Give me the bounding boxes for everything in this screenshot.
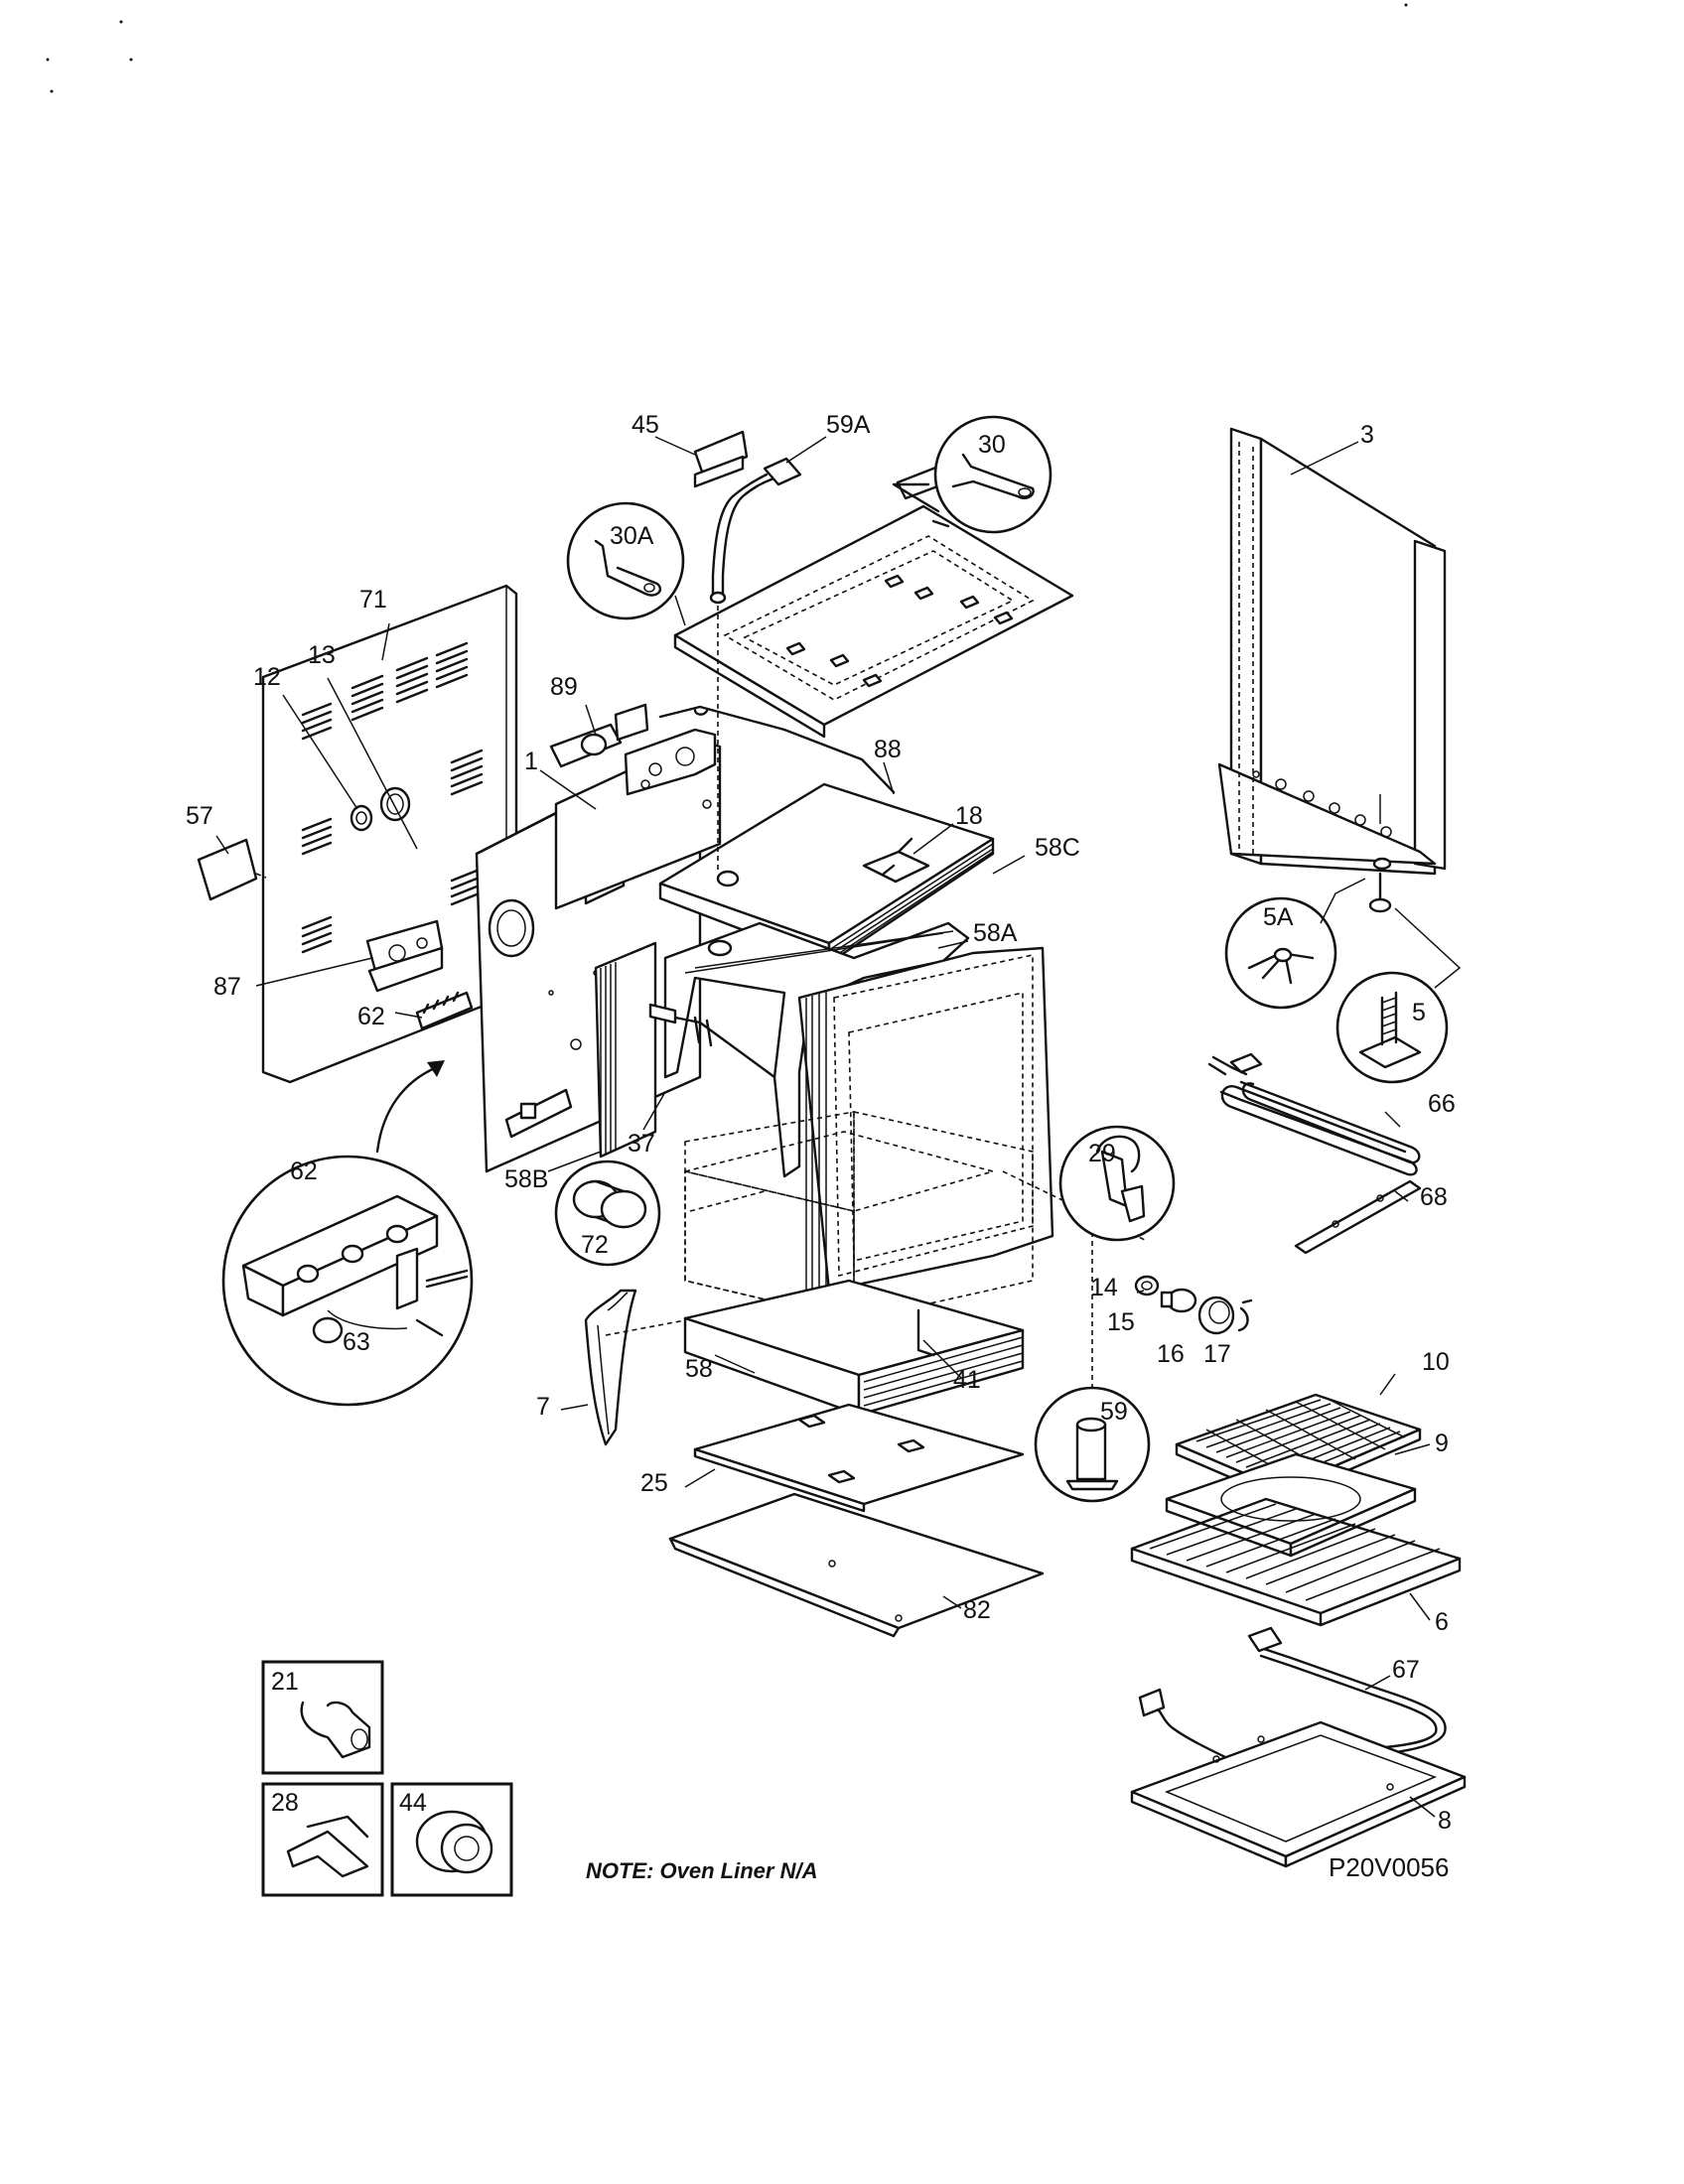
label-16: 16 <box>1157 1340 1185 1368</box>
label-45: 45 <box>632 411 659 439</box>
label-71: 71 <box>359 586 387 614</box>
label-37: 37 <box>628 1130 655 1158</box>
label-17: 17 <box>1203 1340 1231 1368</box>
callout-59 <box>1034 1386 1151 1503</box>
bracket-87 <box>365 919 444 993</box>
box-44 <box>390 1782 513 1897</box>
label-12: 12 <box>253 663 281 691</box>
back-panel-71 <box>261 584 518 1084</box>
label-5a: 5A <box>1263 903 1294 931</box>
leveler-stub <box>1368 857 1392 913</box>
label-29: 29 <box>1088 1140 1116 1167</box>
label-57: 57 <box>186 802 213 830</box>
note-text: NOTE: Oven Liner N/A <box>586 1858 817 1883</box>
box-28 <box>261 1782 384 1897</box>
callout-62-63 <box>221 1060 474 1407</box>
bottom-pan-82 <box>668 1492 1045 1638</box>
top-panel-slots <box>785 574 1014 688</box>
label-8: 8 <box>1438 1807 1452 1835</box>
box-21 <box>261 1660 384 1775</box>
callout-30a <box>566 501 686 626</box>
bracket-41 <box>916 1308 935 1357</box>
bushing-12 <box>350 804 373 832</box>
rack-6 <box>1130 1497 1462 1627</box>
drawer-8 <box>1130 1720 1467 1868</box>
socket-14 <box>1134 1275 1160 1297</box>
part-labels: 45 59A 30 30A 3 71 12 13 89 1 88 18 58C … <box>186 411 1456 1835</box>
sensor-37 <box>648 1003 776 1079</box>
label-72: 72 <box>581 1231 609 1259</box>
label-62-circle: 62 <box>290 1158 318 1185</box>
callout-5 <box>1335 907 1462 1084</box>
label-7: 7 <box>536 1393 550 1421</box>
label-58: 58 <box>685 1355 713 1383</box>
label-58a: 58A <box>973 919 1018 947</box>
lens-16 <box>1197 1296 1235 1335</box>
wire-17 <box>1237 1298 1253 1332</box>
label-82: 82 <box>963 1596 991 1624</box>
label-1: 1 <box>524 748 538 775</box>
label-6: 6 <box>1435 1608 1449 1636</box>
label-30: 30 <box>978 431 1006 459</box>
bracket-45 <box>693 430 749 488</box>
callout-29 <box>1058 1125 1176 1242</box>
diagram-code: P20V0056 <box>1329 1852 1449 1882</box>
top-panel <box>673 465 1074 739</box>
label-89: 89 <box>550 673 578 701</box>
label-87: 87 <box>213 973 241 1001</box>
label-18: 18 <box>955 802 983 830</box>
label-41: 41 <box>953 1366 981 1394</box>
label-30a: 30A <box>610 522 654 550</box>
wire-88 <box>658 705 896 794</box>
label-25: 25 <box>640 1469 668 1497</box>
label-14: 14 <box>1090 1274 1118 1301</box>
grommet-13 <box>379 786 411 822</box>
oven-cavity-outline <box>684 946 1054 1322</box>
label-68: 68 <box>1420 1183 1448 1211</box>
scan-specks <box>46 3 1408 93</box>
label-9: 9 <box>1435 1430 1449 1457</box>
label-88: 88 <box>874 736 902 763</box>
door-3 <box>1217 427 1447 876</box>
vent-tube-59a <box>709 457 802 605</box>
label-3: 3 <box>1360 421 1374 449</box>
label-28: 28 <box>271 1789 299 1817</box>
door-handle-7 <box>584 1289 637 1446</box>
label-15: 15 <box>1107 1308 1135 1336</box>
callout-72 <box>554 1160 661 1267</box>
leader-lines <box>215 436 1436 1818</box>
switch-18 <box>862 837 930 884</box>
broiler-pan-9 <box>1165 1452 1417 1558</box>
label-10: 10 <box>1422 1348 1450 1376</box>
label-21: 21 <box>271 1668 299 1696</box>
label-59: 59 <box>1100 1398 1128 1426</box>
label-58b: 58B <box>504 1165 548 1193</box>
label-62-top: 62 <box>357 1003 385 1030</box>
bottom-panel-25 <box>693 1403 1025 1513</box>
bake-element-66 <box>1207 1052 1421 1176</box>
plate-57 <box>197 838 258 901</box>
label-67: 67 <box>1392 1656 1420 1684</box>
insulation-58a <box>663 921 970 1178</box>
label-5: 5 <box>1412 999 1426 1026</box>
thermostat-89 <box>549 703 649 768</box>
broiler-grid <box>1195 1397 1406 1482</box>
insulation-58b <box>594 941 657 1159</box>
bulb-15 <box>1160 1288 1197 1313</box>
bracket-68 <box>1294 1179 1422 1255</box>
label-44: 44 <box>399 1789 427 1817</box>
vent-slots <box>301 641 484 954</box>
label-66: 66 <box>1428 1090 1456 1118</box>
label-13: 13 <box>308 641 336 669</box>
label-58c: 58C <box>1035 834 1080 862</box>
callout-5a <box>1224 878 1366 1010</box>
terminal-block-62 <box>415 991 474 1030</box>
label-63: 63 <box>343 1328 370 1356</box>
burner-box-1 <box>554 728 722 910</box>
callout-30 <box>892 415 1052 534</box>
insulation-58 <box>683 1279 1025 1417</box>
label-59a: 59A <box>826 411 871 439</box>
